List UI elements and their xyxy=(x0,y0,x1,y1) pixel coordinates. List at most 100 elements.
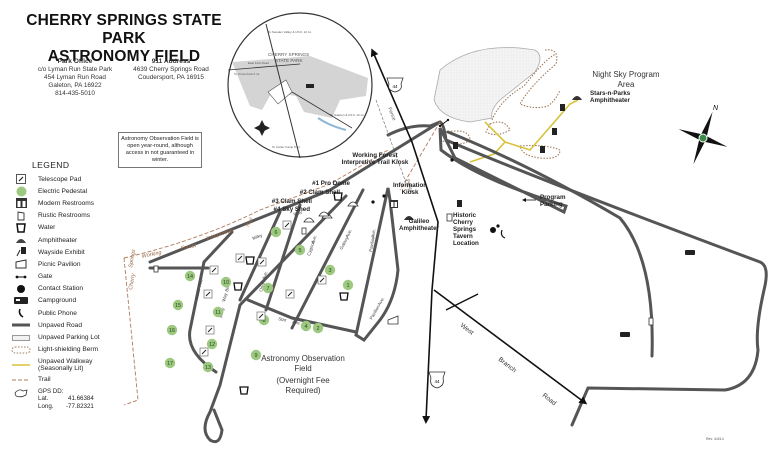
night-sky-area-label: Night Sky Program Area xyxy=(592,70,660,89)
dome-clam-shell-3 xyxy=(318,211,330,217)
inset-compass-icon xyxy=(254,120,270,136)
legend-label: Amphitheater xyxy=(38,236,78,244)
compass-north-label: N xyxy=(713,105,719,112)
trail-label: Working xyxy=(141,250,163,260)
legend-item-light-shielding-berm: Light-shielding Berm xyxy=(6,344,124,356)
amphitheater-icon xyxy=(10,235,32,245)
gps-long-value: -77.82321 xyxy=(66,402,94,410)
stars-n-parks-amphitheater-icon xyxy=(572,96,582,100)
berm xyxy=(519,144,561,159)
pedestal-number: 9 xyxy=(254,353,257,359)
pedestal-6: 6 xyxy=(270,226,282,238)
contact-station-marker xyxy=(496,224,500,228)
wayside-exhibit-icon xyxy=(540,146,545,153)
inset-park-label: CHERRY SPRINGS xyxy=(268,52,309,57)
dome-clam-shell-2 xyxy=(347,201,359,207)
wayside-exhibit-icon xyxy=(552,128,557,135)
pedestal-7: 7 xyxy=(262,282,274,294)
public-phone-icon-map xyxy=(500,229,506,239)
street-label: Star xyxy=(278,316,288,323)
pedestal-9: 9 xyxy=(250,349,262,361)
pedestal-number: 13 xyxy=(205,365,211,371)
pedestal-number: 12 xyxy=(209,342,215,348)
dome-label-pro-dome: #1 Pro Dome xyxy=(312,180,350,187)
legend-item-unpaved-walkway: Unpaved Walkway (Seasonally Lit) xyxy=(6,356,124,374)
dome-sky-shed xyxy=(303,217,315,223)
road-cygnus-ave xyxy=(264,203,302,312)
working-forest-trail xyxy=(123,149,389,259)
trail-icon xyxy=(10,375,32,385)
pedestal-number: 11 xyxy=(215,310,221,316)
park-office-line: c/o Lyman Run State Park xyxy=(37,66,113,73)
street-label: Ave. xyxy=(370,229,376,239)
pedestal-number: 3 xyxy=(328,268,331,274)
street-label: Nova xyxy=(194,288,201,300)
rustic-restrooms xyxy=(153,213,654,326)
modern-restrooms-icon-map xyxy=(390,200,398,208)
street-label: Way xyxy=(221,292,228,303)
street-label: Ave. xyxy=(377,296,386,306)
legend-label: Picnic Pavilion xyxy=(38,260,81,268)
picnic-pavilion-icon xyxy=(387,315,399,325)
legend-label: Unpaved Parking Lot xyxy=(38,334,100,342)
water-icon xyxy=(245,256,255,265)
park-office-block: Park Office c/o Lyman Run State Park 454… xyxy=(30,58,120,98)
pedestal-number: 4 xyxy=(304,324,307,330)
contact-station-icon-map xyxy=(490,227,496,233)
telescope-pad-icon xyxy=(285,289,295,299)
information-kiosk-label: Information Kiosk xyxy=(392,182,428,196)
title-line-1: CHERRY SPRINGS STATE PARK xyxy=(26,12,222,47)
working-forest-kiosk-marker xyxy=(371,200,375,204)
legend-item-telescope-pad: Telescope Pad xyxy=(6,173,124,185)
berm xyxy=(485,121,511,136)
inset-park-label-2: STATE PARK xyxy=(275,58,304,63)
road-orion-ave xyxy=(238,210,282,302)
legend-label: Water xyxy=(38,224,56,232)
galileo-amphitheater-label: Galileo Amphitheater xyxy=(399,218,439,232)
electric-pedestal-icon xyxy=(250,349,262,361)
road-galaxy-ave xyxy=(290,188,365,330)
inset-campground-icon xyxy=(306,84,314,88)
pedestal-number: 14 xyxy=(187,274,193,280)
electric-pedestal-icon xyxy=(184,270,196,282)
pedestal-3: 3 xyxy=(324,264,336,276)
park-office-heading: Park Office xyxy=(57,58,93,65)
telescope-pad-icon xyxy=(205,325,215,335)
inset-to-sweden-valley: To Sweden Valley & US 6, 12 mi. xyxy=(268,30,312,34)
legend-label: Unpaved Walkway (Seasonally Lit) xyxy=(38,357,93,372)
route-44-shield-label: 44 xyxy=(434,379,440,384)
telescope-pad-icon xyxy=(257,257,267,267)
dome-label-sky-shed: #4 Sky Shed xyxy=(273,206,310,213)
legend-label: Unpaved Road xyxy=(38,321,82,329)
dome-label-clam-shell-2: #2 Clam Shell xyxy=(299,189,340,196)
information-kiosk-marker xyxy=(382,194,386,198)
legend-item-trail: Trail xyxy=(6,374,124,386)
west-branch-road xyxy=(433,289,588,405)
legend-label: Modern Restrooms xyxy=(38,199,95,207)
pedestal-11: 11 xyxy=(212,306,224,318)
address-911-heading: 911 Address xyxy=(151,58,191,65)
electric-pedestal-icon xyxy=(324,264,336,276)
pedestal-number: 6 xyxy=(274,230,277,236)
inset-park-area xyxy=(232,56,368,118)
street-label: Ave. xyxy=(344,228,353,238)
road-milky-way-blvd xyxy=(203,194,348,444)
unpaved-walkway-icon xyxy=(10,360,32,370)
road-star-ave xyxy=(246,298,358,334)
water-icon xyxy=(10,223,32,233)
title-line-2: ASTRONOMY FIELD xyxy=(47,48,201,65)
pedestal-number: 7 xyxy=(266,286,269,292)
dome-label-clam-shell-3: #3 Clam Shell xyxy=(271,198,312,205)
water-icon xyxy=(239,386,249,395)
picnic-pavilion-icon xyxy=(10,259,32,269)
address-911-block: 911 Address 4639 Cherry Springs Road Cou… xyxy=(126,58,216,82)
electric-pedestal-icon xyxy=(164,357,176,369)
rustic-restroom-icon xyxy=(446,213,453,222)
electric-pedestal-icon xyxy=(312,322,324,334)
telescope-pad-icon xyxy=(10,174,32,185)
gps-long-label: Long. xyxy=(38,402,54,410)
telescope-pad-icon xyxy=(317,275,327,285)
park-office-phone[interactable]: 814-435-5010 xyxy=(55,90,95,97)
revision-date: Rev. 4/4/14 xyxy=(706,437,724,441)
